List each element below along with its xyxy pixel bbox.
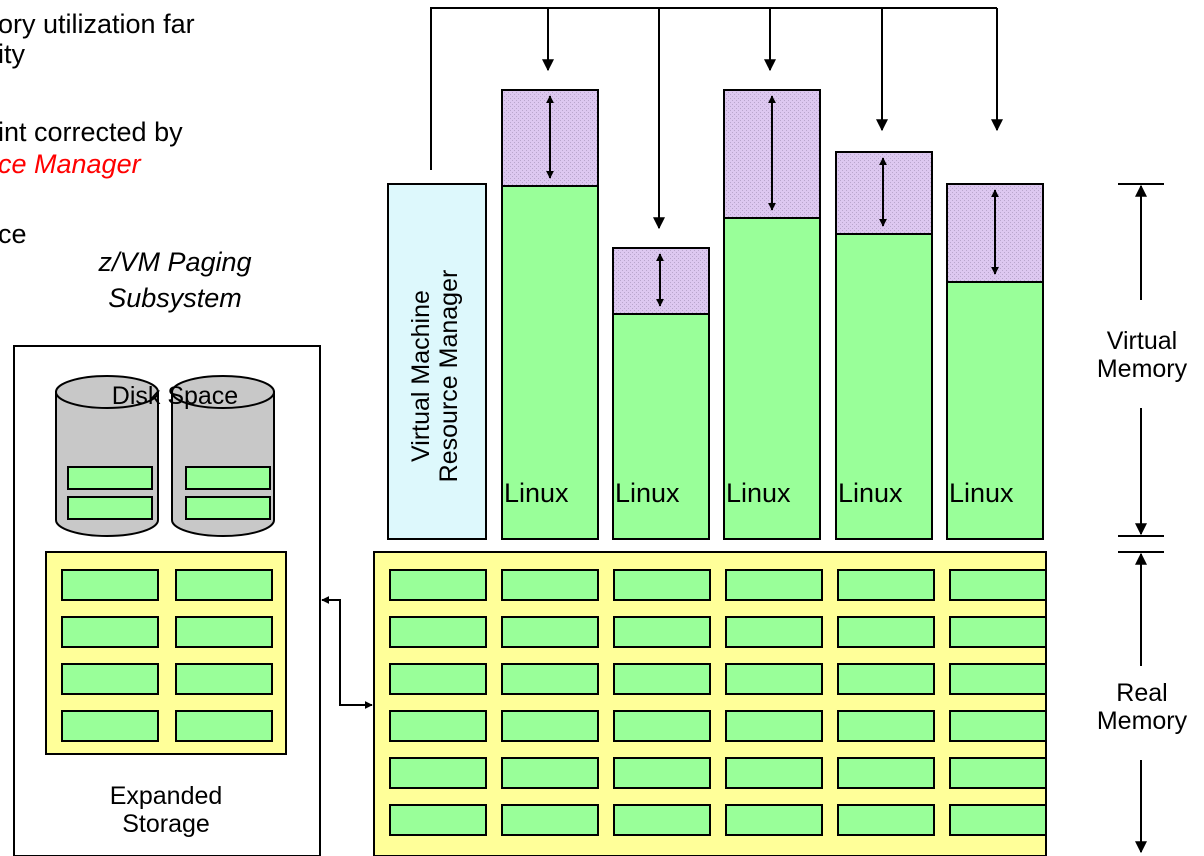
linux-label: Linux <box>949 478 1014 508</box>
memory-scale <box>1118 183 1164 854</box>
virtual-memory-line-1: Virtual <box>1106 327 1178 355</box>
real-memory-pages <box>389 569 1047 836</box>
disk-icon <box>171 375 275 537</box>
disk-space-label: Disk Space <box>111 382 239 410</box>
expanded-storage-line-1: Expanded <box>109 782 223 810</box>
paging-title-line-1: z/VM Paging <box>98 247 252 277</box>
bullet-2-line-1: int corrected by <box>0 117 183 147</box>
bullet-3-line-1: ce <box>0 219 27 249</box>
vmrm-label-line-1: Virtual Machine <box>407 290 435 462</box>
vmrm-box <box>387 183 487 540</box>
real-memory-label: Real Memory <box>1080 679 1204 735</box>
expanded-storage-pages <box>61 569 273 742</box>
virtual-memory-label: Virtual Memory <box>1080 327 1204 383</box>
real-memory-line-2: Memory <box>1096 706 1188 735</box>
vmrm-label-line-2: Resource Manager <box>434 269 463 483</box>
paging-connector-arrow <box>321 596 373 709</box>
linux-label: Linux <box>726 478 791 508</box>
real-memory-line-1: Real <box>1116 679 1168 707</box>
linux-label: Linux <box>838 478 903 508</box>
expanded-storage-label: Expanded Storage <box>50 782 282 838</box>
disk-icon <box>55 375 159 537</box>
paging-title: z/VM Paging Subsystem <box>60 247 290 313</box>
expanded-storage-line-2: Storage <box>122 809 210 838</box>
bullet-2-line-2: ce Manager <box>0 149 141 179</box>
linux-label: Linux <box>615 478 680 508</box>
vmrm-label: Virtual Machine Resource Manager <box>407 226 468 526</box>
bullet-1-line-2: ity <box>0 39 25 69</box>
paging-title-line-2: Subsystem <box>108 282 242 313</box>
virtual-memory-line-2: Memory <box>1096 354 1188 383</box>
vmrm-feedback-arrows <box>430 7 1003 230</box>
linux-label: Linux <box>504 478 569 508</box>
bullet-1-line-1: ory utilization far <box>0 9 195 39</box>
resize-double-arrows <box>546 95 999 307</box>
